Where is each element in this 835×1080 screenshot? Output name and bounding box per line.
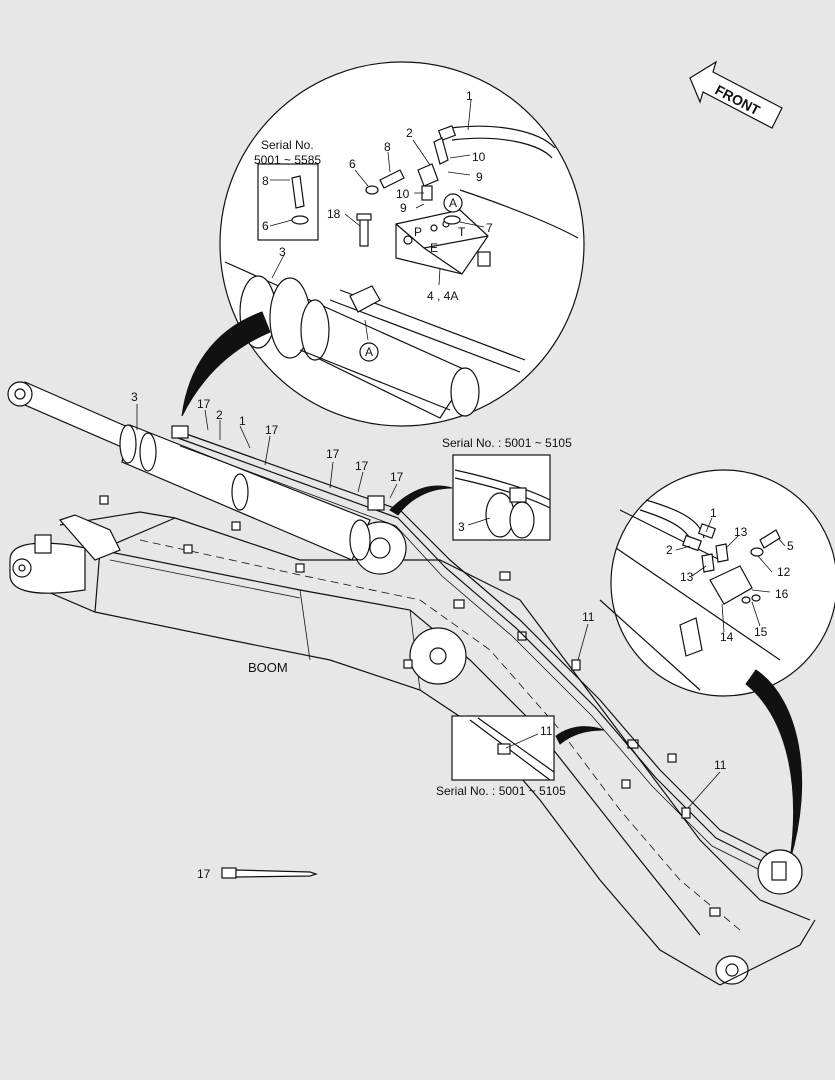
callout-9-mid: 9 xyxy=(400,201,407,215)
callout-17-a: 17 xyxy=(197,397,211,411)
callout-7: 7 xyxy=(486,221,493,235)
serial-top-line2: 5001 ~ 5585 xyxy=(254,153,321,167)
boom-label: BOOM xyxy=(248,660,288,675)
callout-2-main: 2 xyxy=(216,408,223,422)
callout-8-top: 8 xyxy=(384,140,391,154)
inset-pointer-bottom xyxy=(555,726,605,745)
callout-3-inset: 3 xyxy=(458,520,465,534)
tip-inset xyxy=(757,849,803,895)
callout-3-top: 3 xyxy=(279,245,286,259)
callout-15: 15 xyxy=(754,625,768,639)
callout-10-top: 10 xyxy=(472,150,486,164)
callout-12: 12 xyxy=(777,565,791,579)
callout-17-b: 17 xyxy=(265,423,279,437)
right-detail-circle xyxy=(599,469,835,697)
callout-6-top: 6 xyxy=(349,157,356,171)
callout-1-top: 1 xyxy=(466,89,473,103)
callout-11-b: 11 xyxy=(540,724,553,738)
inset-top-right xyxy=(452,454,551,541)
serial-right-inset-top: Serial No. : 5001 ~ 5105 xyxy=(442,436,572,450)
callout-17-e: 17 xyxy=(390,470,404,484)
inset-pointer-top xyxy=(389,485,453,516)
callout-3-main: 3 xyxy=(131,390,138,404)
leader-lines-main xyxy=(136,404,721,809)
callout-14: 14 xyxy=(720,630,734,644)
callout-16: 16 xyxy=(775,587,789,601)
ref-a-top: A xyxy=(449,196,457,210)
callout-2-right: 2 xyxy=(666,543,673,557)
callout-5: 5 xyxy=(787,539,794,553)
boom-cylinder xyxy=(7,381,371,561)
port-e: E xyxy=(430,241,438,255)
inset-bottom xyxy=(451,715,555,781)
callout-1-right: 1 xyxy=(710,506,717,520)
boom-structure xyxy=(9,495,816,986)
callout-18: 18 xyxy=(327,207,341,221)
serial-right-inset-bottom: Serial No. : 5001 ~ 5105 xyxy=(436,784,566,798)
port-t: T xyxy=(458,225,466,239)
callout-9-top: 9 xyxy=(476,170,483,184)
callout-13-b: 13 xyxy=(680,570,694,584)
callout-11-c: 11 xyxy=(714,758,727,772)
callout-10-mid: 10 xyxy=(396,187,410,201)
callout-2-top: 2 xyxy=(406,126,413,140)
serial-top-line1: Serial No. xyxy=(261,138,314,152)
detail-pointer-right xyxy=(745,669,803,861)
detail-pointer-top xyxy=(181,311,271,417)
callout-1-main: 1 xyxy=(239,414,246,428)
top-detail-circle: P T E xyxy=(219,61,585,427)
callout-13-a: 13 xyxy=(734,525,748,539)
callout-17-c: 17 xyxy=(326,447,340,461)
callout-17-tie: 17 xyxy=(197,867,211,881)
callout-6-box: 6 xyxy=(262,219,269,233)
callout-17-d: 17 xyxy=(355,459,369,473)
cable-tie xyxy=(221,867,318,879)
front-arrow: FRONT xyxy=(689,60,783,129)
port-p: P xyxy=(414,225,422,239)
callout-11-a: 11 xyxy=(582,610,595,624)
callout-8-box: 8 xyxy=(262,174,269,188)
callout-4-4a: 4 , 4A xyxy=(427,289,458,303)
ref-a-bottom: A xyxy=(365,345,373,359)
